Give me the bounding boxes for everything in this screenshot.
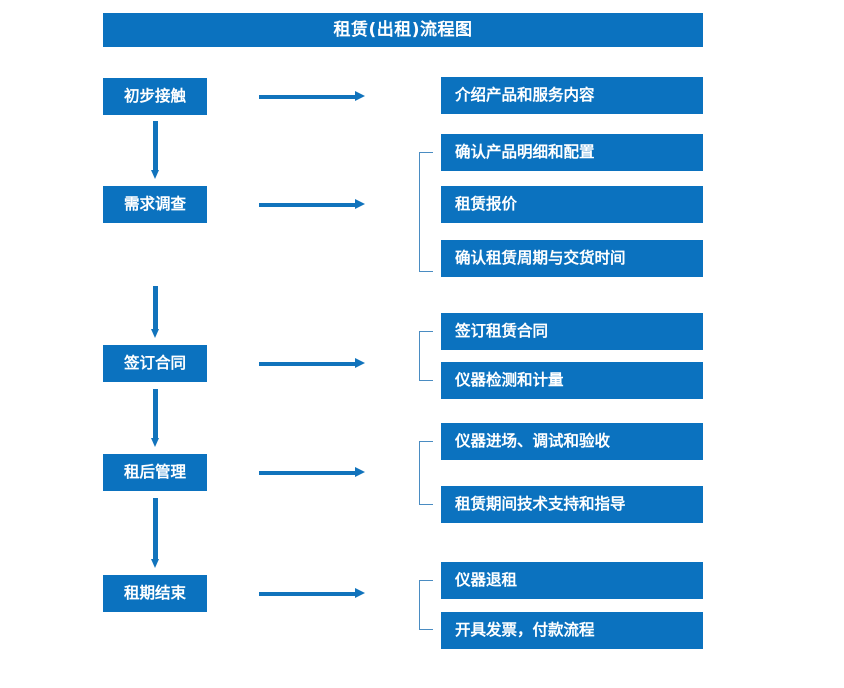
stage-to-details-arrow-3 <box>259 358 365 369</box>
arrow-head-icon <box>151 329 159 338</box>
next-stage-arrow-3-4 <box>151 389 160 447</box>
arrow-shaft <box>153 389 158 438</box>
stage-box-2[interactable]: 需求调查 <box>103 186 207 223</box>
detail-box-4[interactable]: 确认租赁周期与交货时间 <box>441 240 703 277</box>
arrow-head-icon <box>355 199 365 209</box>
arrow-shaft <box>259 95 356 99</box>
stage-box-5[interactable]: 租期结束 <box>103 575 207 612</box>
detail-box-1[interactable]: 介绍产品和服务内容 <box>441 77 703 114</box>
stage-label: 签订合同 <box>123 353 186 372</box>
next-stage-arrow-4-5 <box>151 498 160 568</box>
detail-label: 仪器退租 <box>455 570 518 589</box>
arrow-shaft <box>259 592 356 596</box>
arrow-shaft <box>259 471 356 475</box>
arrow-shaft <box>153 121 158 170</box>
arrow-head-icon <box>355 467 365 477</box>
arrow-shaft <box>259 203 356 207</box>
detail-label: 租赁报价 <box>455 194 518 213</box>
arrow-head-icon <box>151 438 159 447</box>
stage-box-1[interactable]: 初步接触 <box>103 78 207 115</box>
arrow-head-icon <box>151 559 159 568</box>
detail-box-2[interactable]: 确认产品明细和配置 <box>441 134 703 171</box>
detail-box-6[interactable]: 仪器检测和计量 <box>441 362 703 399</box>
stage-label: 初步接触 <box>123 86 186 105</box>
arrow-head-icon <box>151 170 159 179</box>
detail-label: 仪器检测和计量 <box>455 370 564 389</box>
group-bracket-1 <box>419 152 433 272</box>
stage-to-details-arrow-5 <box>259 588 365 599</box>
chart-title-bar: 租赁(出租)流程图 <box>103 13 703 47</box>
detail-label: 确认产品明细和配置 <box>455 142 595 161</box>
detail-label: 确认租赁周期与交货时间 <box>455 248 626 267</box>
next-stage-arrow-1-2 <box>151 121 160 179</box>
chart-title: 租赁(出租)流程图 <box>333 19 473 40</box>
stage-to-details-arrow-4 <box>259 467 365 478</box>
detail-box-10[interactable]: 开具发票，付款流程 <box>441 612 703 649</box>
detail-box-5[interactable]: 签订租赁合同 <box>441 313 703 350</box>
stage-to-details-arrow-1 <box>259 91 365 102</box>
arrow-shaft <box>259 362 356 366</box>
detail-box-8[interactable]: 租赁期间技术支持和指导 <box>441 486 703 523</box>
stage-label: 租期结束 <box>123 583 186 602</box>
arrow-head-icon <box>355 358 365 368</box>
stage-label: 租后管理 <box>123 462 186 481</box>
group-bracket-2 <box>419 331 433 381</box>
detail-label: 开具发票，付款流程 <box>455 620 595 639</box>
arrow-shaft <box>153 286 158 329</box>
detail-box-9[interactable]: 仪器退租 <box>441 562 703 599</box>
stage-to-details-arrow-2 <box>259 199 365 210</box>
group-bracket-3 <box>419 441 433 505</box>
stage-box-3[interactable]: 签订合同 <box>103 345 207 382</box>
arrow-head-icon <box>355 91 365 101</box>
stage-label: 需求调查 <box>123 194 186 213</box>
detail-label: 签订租赁合同 <box>455 321 549 340</box>
detail-label: 介绍产品和服务内容 <box>455 85 595 104</box>
group-bracket-4 <box>419 580 433 630</box>
detail-box-3[interactable]: 租赁报价 <box>441 186 703 223</box>
detail-label: 租赁期间技术支持和指导 <box>455 494 626 513</box>
detail-box-7[interactable]: 仪器进场、调试和验收 <box>441 423 703 460</box>
arrow-head-icon <box>355 588 365 598</box>
stage-box-4[interactable]: 租后管理 <box>103 454 207 491</box>
detail-label: 仪器进场、调试和验收 <box>455 431 611 450</box>
next-stage-arrow-2-3 <box>151 286 160 338</box>
arrow-shaft <box>153 498 158 559</box>
